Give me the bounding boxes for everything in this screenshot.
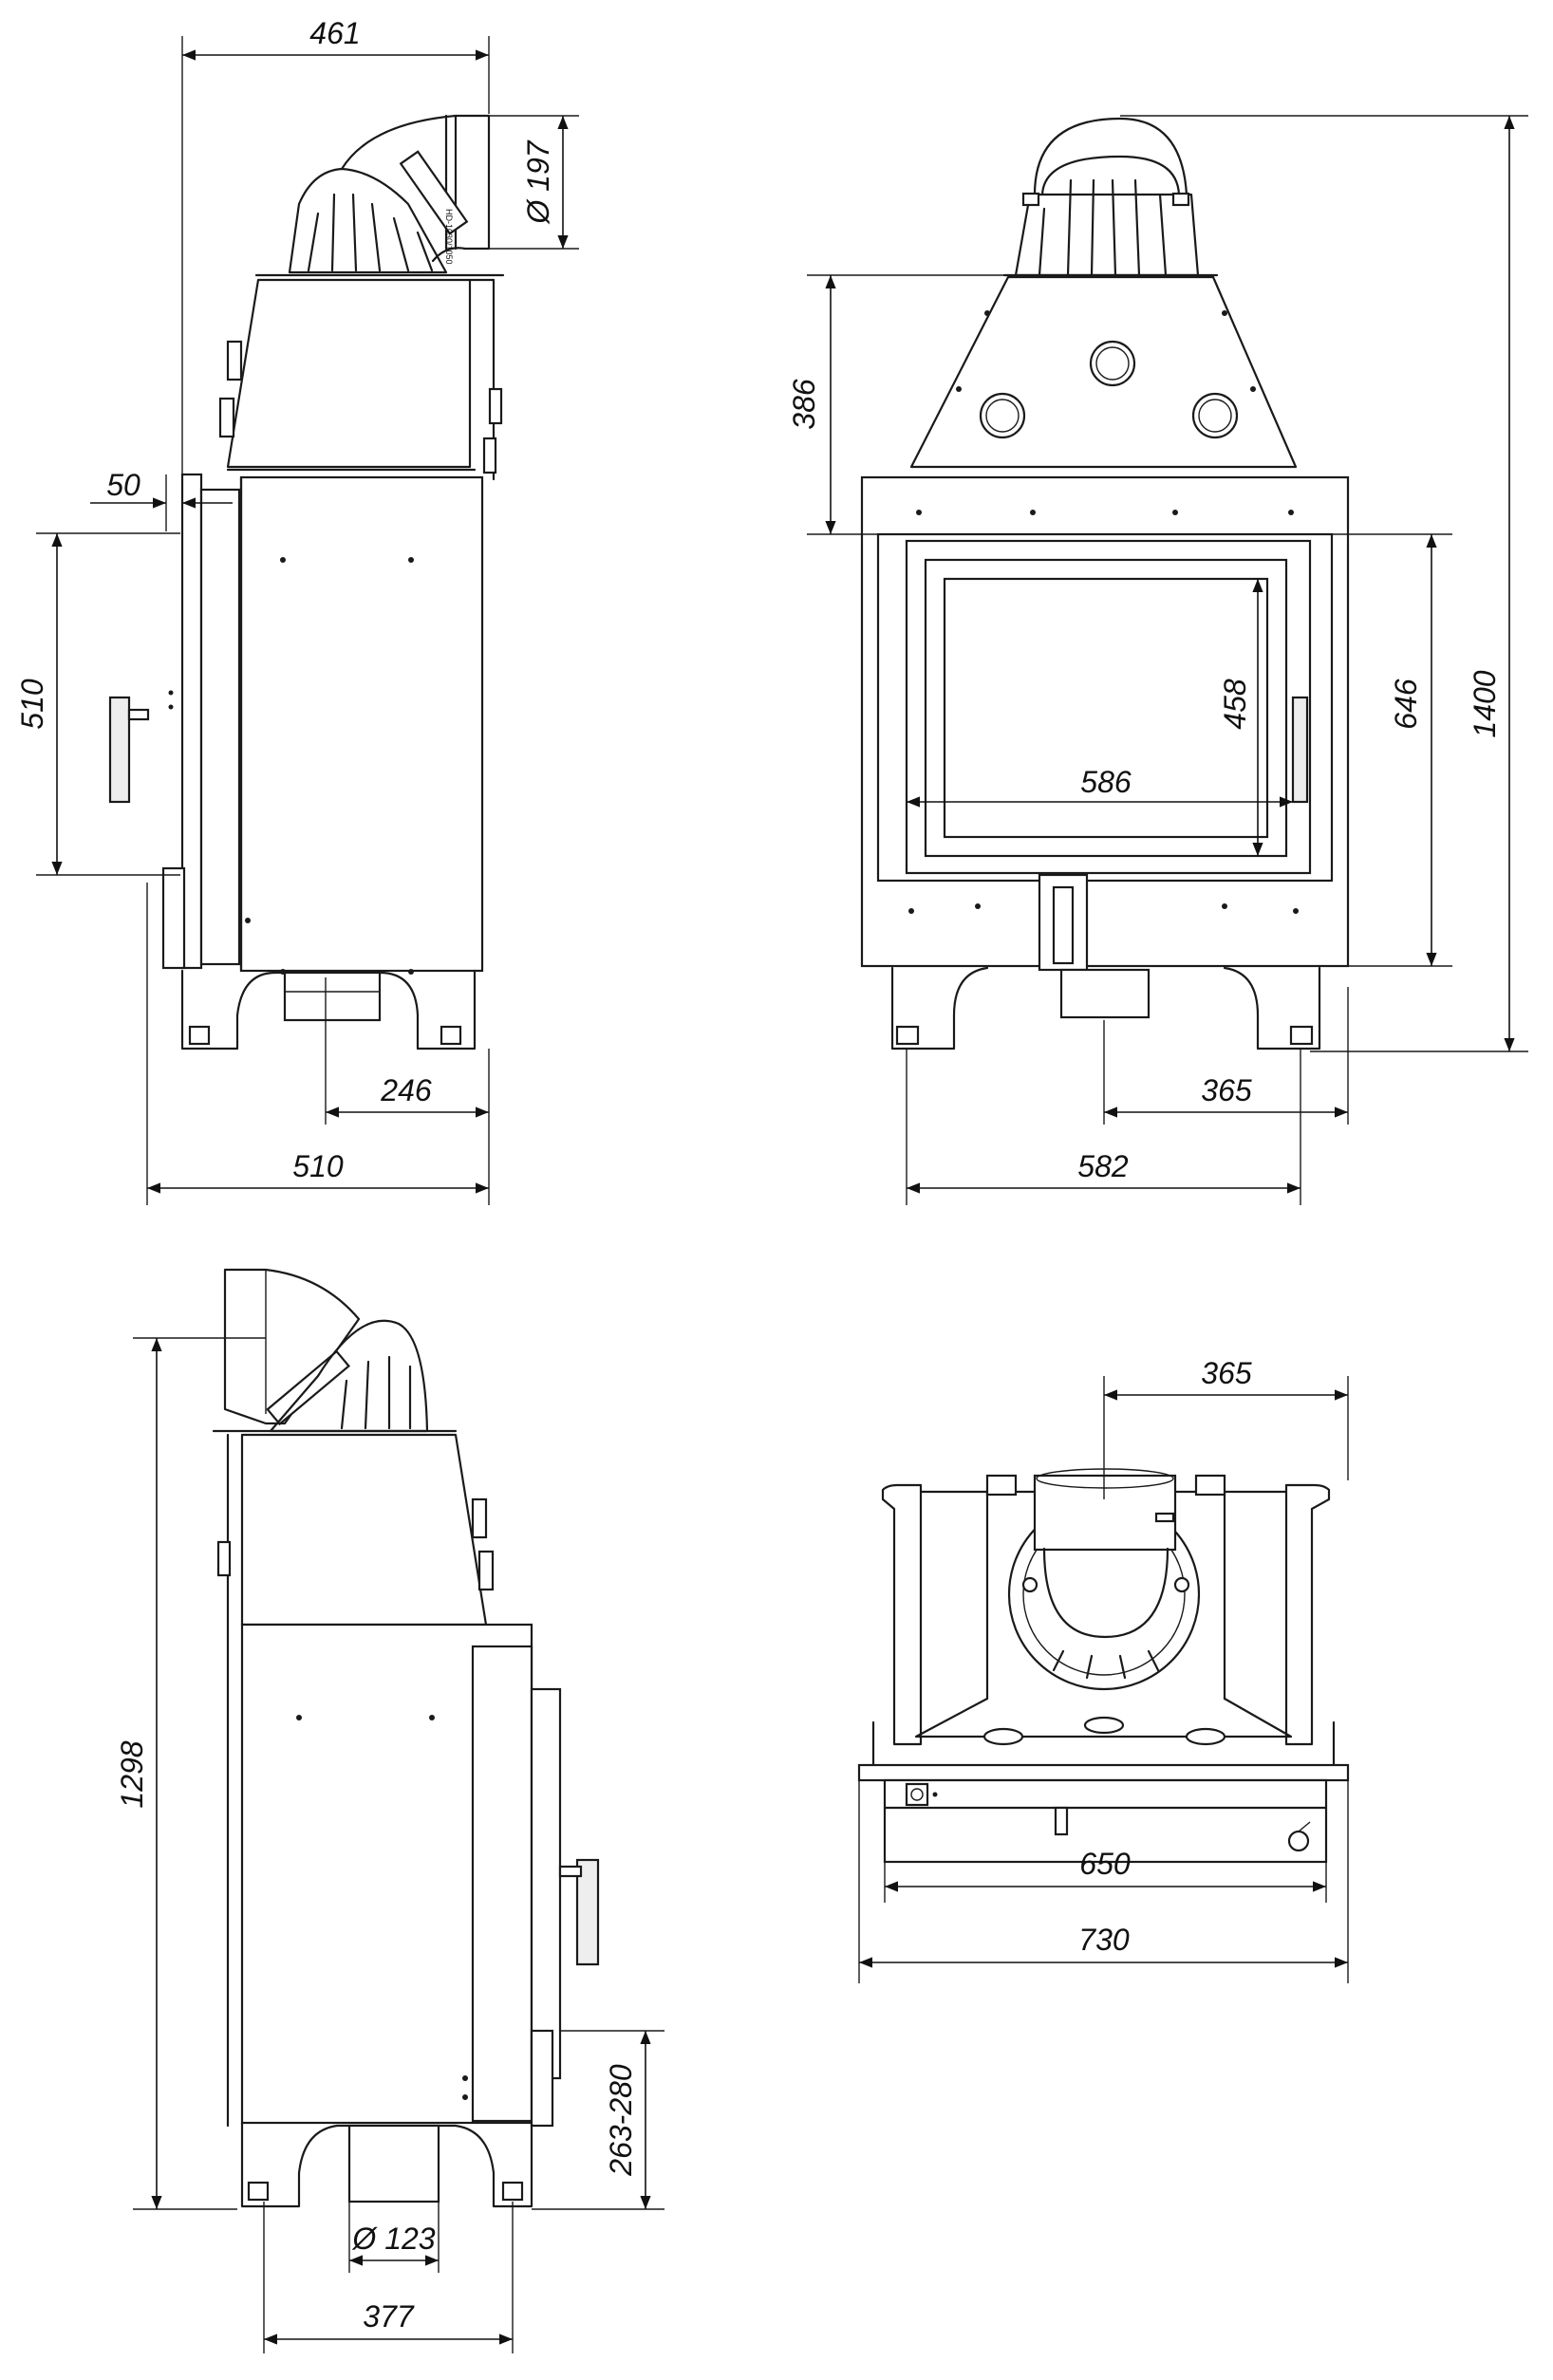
- dim-646: 646: [1310, 534, 1452, 967]
- dim-365f-label: 365: [1201, 1073, 1252, 1107]
- front-dome: [1014, 117, 1200, 277]
- top-frame: [857, 1720, 1350, 1864]
- convection-dome: [288, 167, 448, 274]
- dim-461-label: 461: [309, 16, 360, 50]
- front-legs: [890, 966, 1321, 1051]
- dim-377: 377: [263, 2202, 514, 2353]
- convection-dome-2: [269, 1319, 429, 1433]
- dim-386: 386: [787, 274, 1452, 535]
- dim-263-280: 263-280: [532, 2030, 664, 2210]
- hood-2: [212, 1429, 495, 1639]
- dim-510h-label: 510: [292, 1149, 344, 1183]
- dim-50: 50: [90, 468, 233, 531]
- label-plate: HD-1030/1050: [444, 209, 454, 265]
- door: [108, 473, 241, 970]
- dim-377-label: 377: [363, 2299, 415, 2334]
- hood: [218, 273, 505, 481]
- dim-diameter-123: Ø 123: [348, 2202, 440, 2273]
- top-view: 365 650 730: [857, 1356, 1350, 1983]
- dim-263-280-label: 263-280: [604, 2064, 638, 2177]
- front-frame: [860, 475, 1350, 968]
- dim-510v-label: 510: [15, 679, 49, 730]
- dim-586: 586: [907, 765, 1293, 808]
- dim-650-label: 650: [1079, 1847, 1131, 1881]
- dim-646-label: 646: [1389, 679, 1423, 730]
- front-drawer: [1038, 873, 1151, 1019]
- dim-123-label: Ø 123: [351, 2222, 435, 2256]
- dim-flue-diameter: Ø 197: [489, 115, 579, 250]
- legs-2: [240, 2121, 533, 2208]
- dim-730-label: 730: [1078, 1923, 1130, 1957]
- dim-1298: 1298: [115, 1337, 266, 2210]
- flue-elbow: HD-1030/1050: [340, 114, 491, 265]
- top-air-holes: [982, 1716, 1226, 1746]
- dim-510-vertical: 510: [15, 532, 180, 876]
- dim-510-horizontal: 510: [146, 883, 490, 1205]
- dim-246: 246: [325, 977, 490, 1125]
- front-hood: [909, 273, 1298, 469]
- dim-flue-label: Ø 197: [521, 139, 555, 224]
- dim-1400: 1400: [1120, 115, 1528, 1052]
- dim-365t-label: 365: [1201, 1356, 1252, 1390]
- dim-582: 582: [906, 1049, 1301, 1205]
- dim-458: 458: [1218, 579, 1263, 856]
- dim-730: 730: [858, 1780, 1349, 1983]
- dim-246-label: 246: [380, 1073, 432, 1107]
- dim-650: 650: [884, 1847, 1327, 1903]
- dim-1298-label: 1298: [115, 1740, 149, 1808]
- dim-1400-label: 1400: [1468, 670, 1502, 737]
- side-view-top: 461 HD-1030/1050 Ø 197: [15, 16, 579, 1205]
- body: [226, 468, 484, 975]
- front-view: 386 458 586 646 1400: [787, 115, 1528, 1205]
- legs-inlet: [180, 969, 477, 1051]
- dim-586-label: 586: [1080, 765, 1132, 799]
- dim-50-label: 50: [106, 468, 140, 502]
- dim-582-label: 582: [1077, 1149, 1129, 1183]
- side-view-bottom: 1298 263-280 Ø 123 377: [115, 1268, 664, 2353]
- top-outlet: [1007, 1468, 1201, 1691]
- dim-365-front: 365: [1103, 987, 1349, 1125]
- body-2: [226, 1623, 600, 2128]
- dim-365-top: 365: [1103, 1356, 1349, 1499]
- dim-461: 461: [181, 16, 490, 474]
- dim-386-label: 386: [787, 379, 821, 430]
- dim-458-label: 458: [1218, 679, 1252, 730]
